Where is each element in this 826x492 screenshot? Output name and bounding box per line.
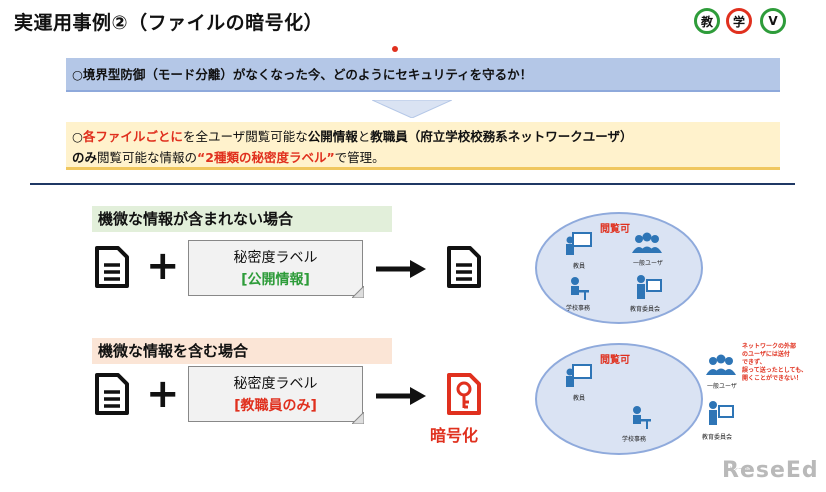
document-icon <box>95 373 129 415</box>
teacher-icon <box>566 232 592 255</box>
role-general-user: 一般ユーザ <box>633 260 663 267</box>
note-line: のユーザには送付 <box>742 351 790 358</box>
answer-text-2: 各ファイルごとに <box>82 129 183 144</box>
case2-title: 機微な情報を含む場合 <box>92 338 392 364</box>
answer-text-9: “2種類の秘密度ラベル” <box>197 150 335 165</box>
document-icon <box>447 246 481 288</box>
answer-text-1: ○ <box>72 129 83 144</box>
badge-gaku: 学 <box>726 8 752 34</box>
label-value: [公開情報] <box>241 272 310 288</box>
badge-kyo: 教 <box>694 8 720 34</box>
note-line: 誤って送ったとしても、 <box>742 367 808 374</box>
label-value: [教職員のみ] <box>234 398 317 414</box>
answer-box: ○各ファイルごとにを全ユーザ閲覧可能な公開情報と教職員（府立学校校務系ネットワー… <box>66 122 780 170</box>
note-line: できず、 <box>742 359 766 366</box>
label-fold-icon <box>352 286 364 298</box>
right-arrow-icon <box>376 387 426 405</box>
logo-subtext: リシード <box>726 466 751 473</box>
label-title: 秘密度ラベル <box>233 250 318 266</box>
role-school-office: 学校事務 <box>566 305 591 312</box>
viewable-label: 閲覧可 <box>600 355 630 366</box>
badge-v: V <box>760 8 786 34</box>
answer-text-8: 閲覧可能な情報の <box>97 150 198 165</box>
teacher-icon <box>566 364 592 387</box>
encryption-label: 暗号化 <box>430 426 479 445</box>
answer-text-6: 教職員（府立学校校務系ネットワークユーザ） <box>370 129 633 144</box>
sensitivity-label-public: 秘密度ラベル [公開情報] <box>188 240 363 296</box>
divider <box>30 183 795 185</box>
audience-ellipse <box>535 212 703 324</box>
reseed-logo: ReseEd <box>722 458 819 483</box>
plus-icon: + <box>146 371 180 417</box>
board-of-education-icon <box>637 275 662 299</box>
answer-text-4: 公開情報 <box>307 129 358 144</box>
audience-ellipse <box>535 343 703 455</box>
role-board-of-education: 教育委員会 <box>630 306 661 313</box>
down-arrow-icon <box>372 100 452 118</box>
note-line: ネットワークの外部 <box>742 343 797 350</box>
role-board-of-education: 教育委員会 <box>702 434 733 441</box>
answer-text-7: のみ <box>72 150 98 165</box>
encrypted-file-icon <box>447 373 481 415</box>
label-title: 秘密度ラベル <box>233 376 318 392</box>
users-group-icon <box>706 354 736 375</box>
page-title: 実運用事例②（ファイルの暗号化） <box>14 12 324 34</box>
document-icon <box>95 246 129 288</box>
answer-text-3: を全ユーザ閲覧可能な <box>182 129 308 144</box>
sensitivity-label-staff: 秘密度ラベル [教職員のみ] <box>188 366 363 422</box>
board-of-education-icon <box>709 401 734 425</box>
external-note: ネットワークの外部 のユーザには送付 できず、 誤って送ったとしても、 開くこと… <box>742 343 814 383</box>
role-teacher: 教員 <box>573 263 586 270</box>
users-group-icon <box>632 232 662 253</box>
role-teacher: 教員 <box>573 395 586 402</box>
office-worker-icon <box>571 277 589 300</box>
label-fold-icon <box>352 412 364 424</box>
answer-text-10: で管理。 <box>334 150 385 165</box>
office-worker-icon <box>633 406 651 429</box>
plus-icon: + <box>146 243 180 289</box>
question-box: ○境界型防御（モード分離）がなくなった今、どのようにセキュリティを守るか！ <box>66 58 780 92</box>
role-school-office: 学校事務 <box>622 436 647 443</box>
case1-title: 機微な情報が含まれない場合 <box>92 206 392 232</box>
viewable-label: 閲覧可 <box>600 224 630 235</box>
pointer-dot <box>392 46 398 52</box>
role-general-user: 一般ユーザ <box>707 383 737 390</box>
right-arrow-icon <box>376 260 426 278</box>
note-line: 開くことができない！ <box>742 375 803 382</box>
answer-text-5: と <box>357 129 371 144</box>
